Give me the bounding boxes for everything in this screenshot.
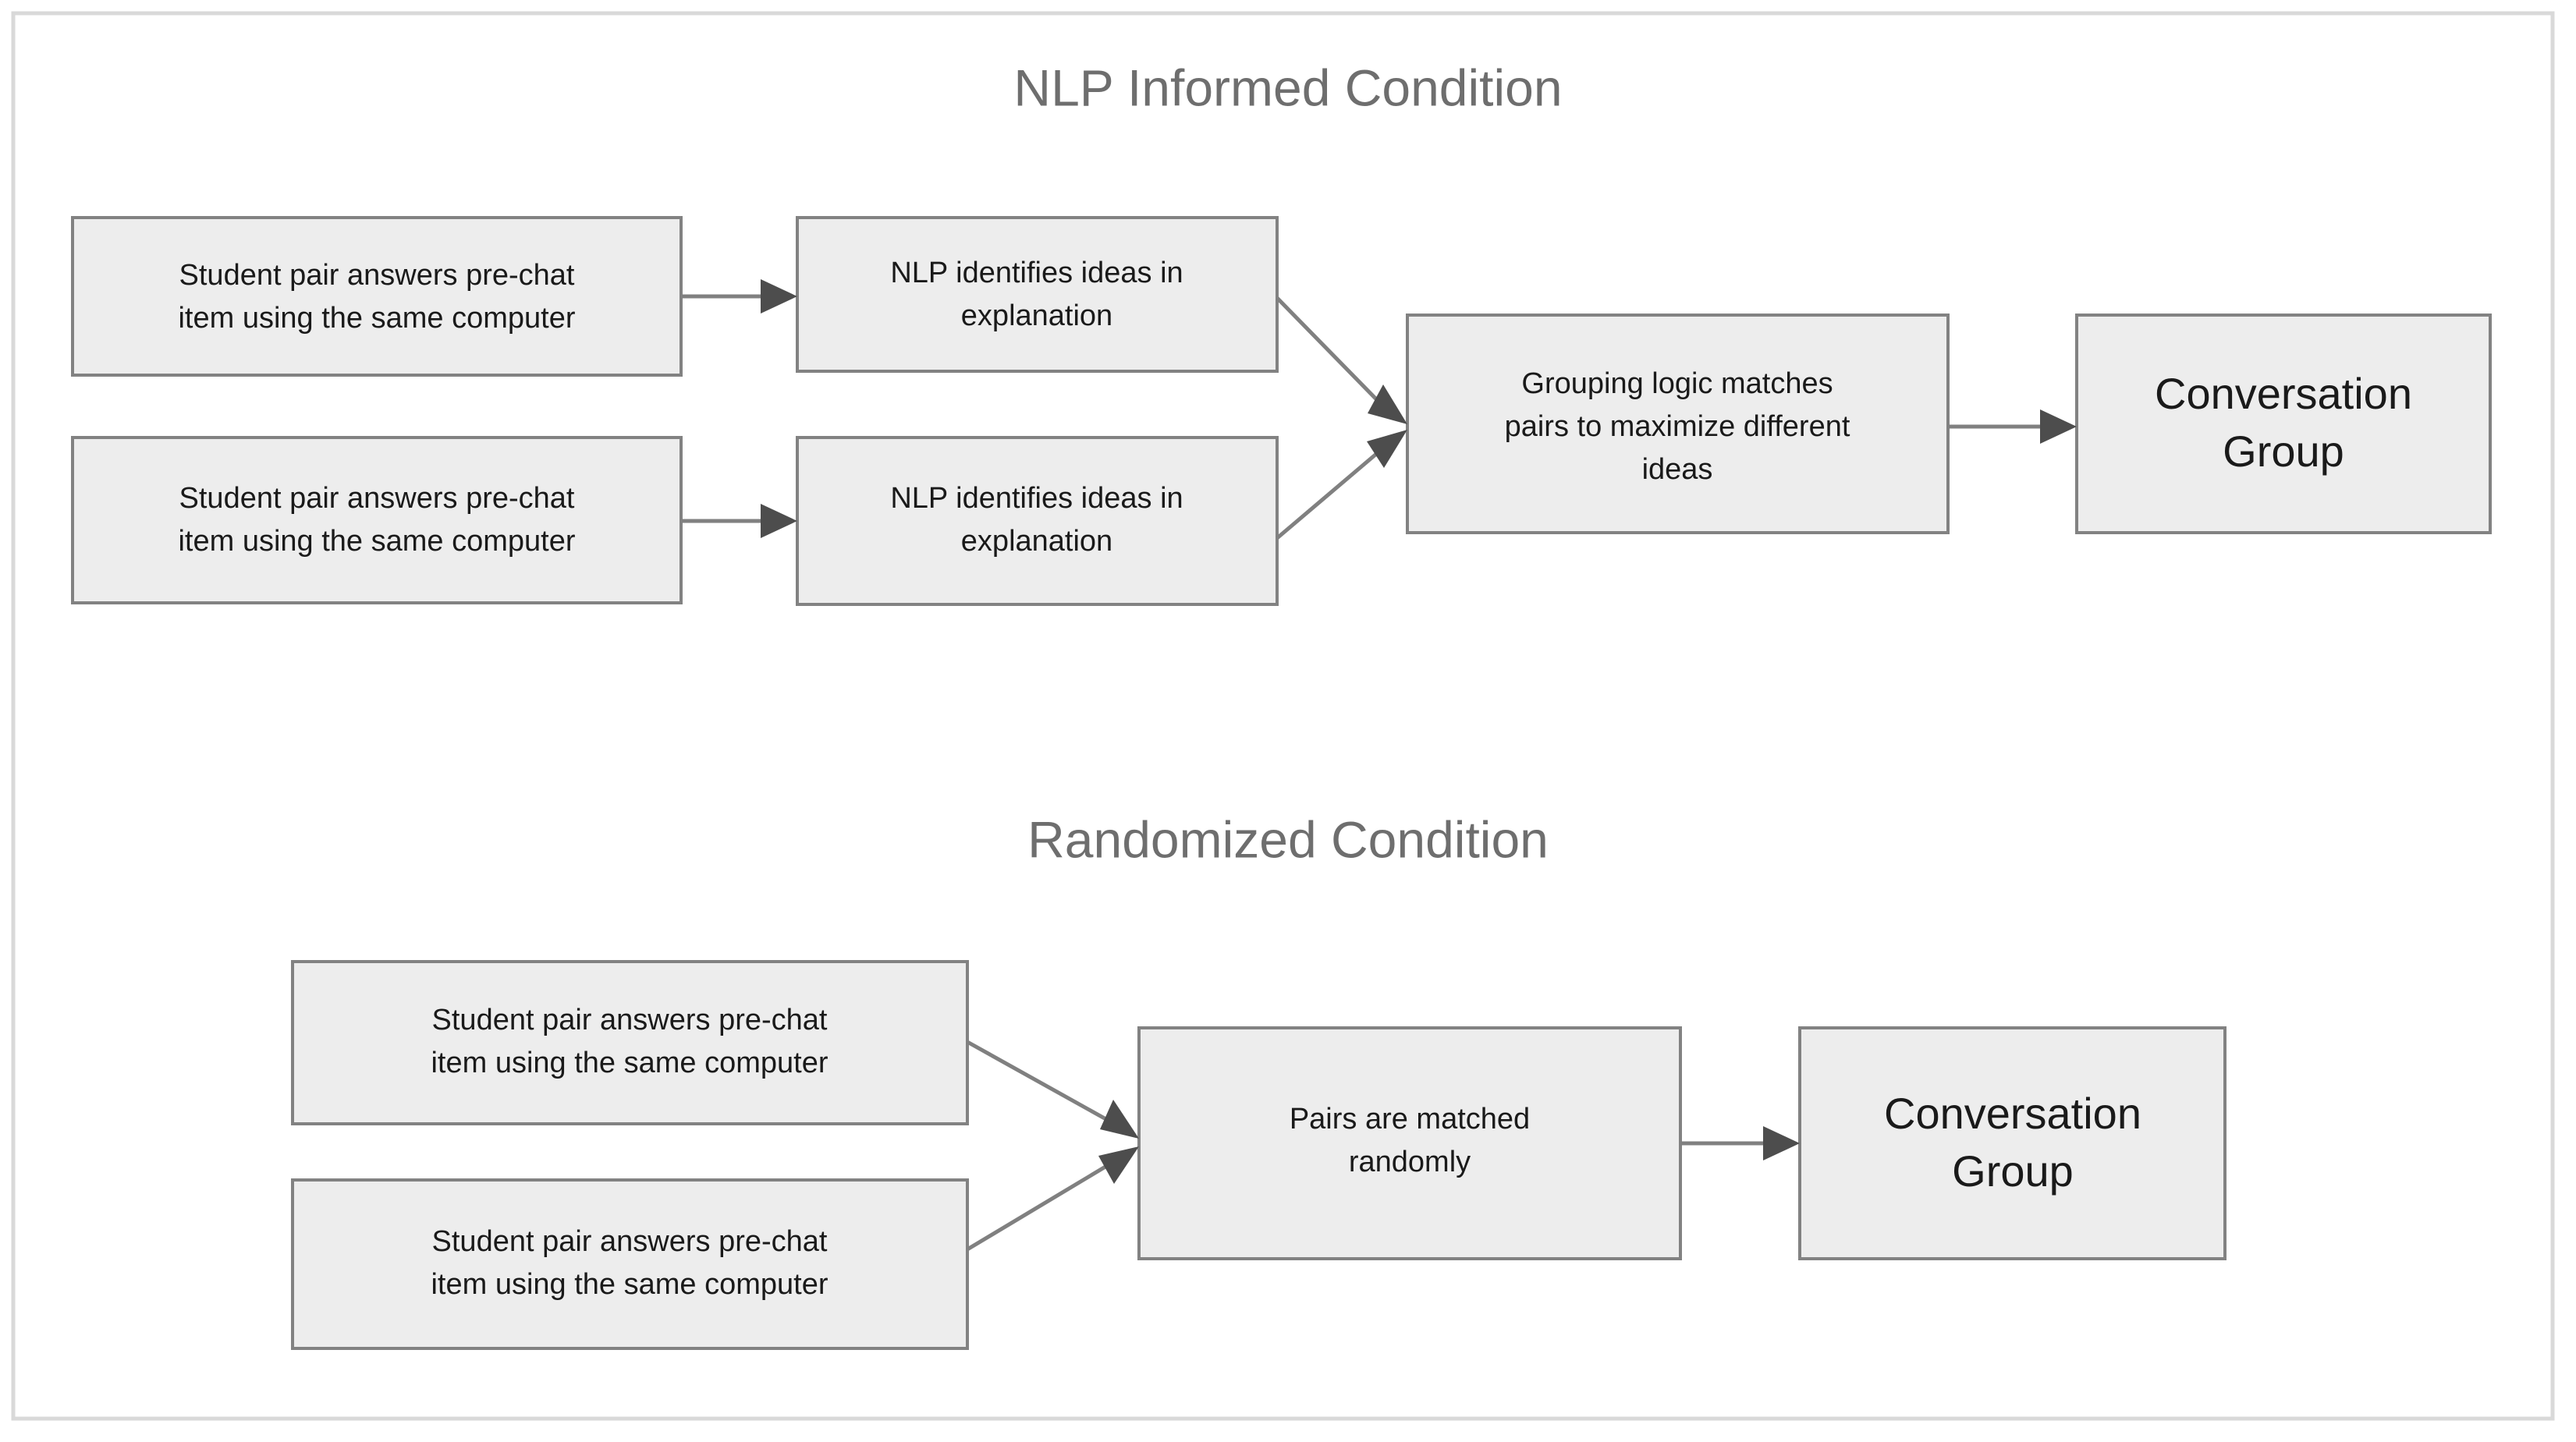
grouping-logic-box-line-3: ideas (1642, 453, 1713, 486)
student-pair-box-3-line-1: Student pair answers pre-chat (432, 1004, 828, 1036)
outer-frame-border (11, 11, 2555, 1421)
grouping-logic-box-line-2: pairs to maximize different (1505, 410, 1850, 443)
conversation-group-box-randomized-line-2: Group (1952, 1146, 2074, 1196)
arrow-pair4-to-pairs-matched (966, 1146, 1139, 1252)
conversation-group-box-randomized[interactable]: Conversation Group (1798, 1026, 2227, 1260)
arrow-nlp1-to-grouping (1276, 296, 1407, 424)
section-title-nlp-informed: NLP Informed Condition (1013, 58, 1562, 116)
arrow-pair1-to-nlp1 (681, 279, 797, 314)
arrow-pairs-matched-to-conversation-group (1680, 1126, 1800, 1160)
student-pair-box-3-rect (291, 960, 969, 1125)
conversation-group-box-randomized-line-1: Conversation (1884, 1089, 2141, 1138)
pairs-matched-randomly-line-2: randomly (1349, 1146, 1471, 1178)
student-pair-box-4-line-1: Student pair answers pre-chat (432, 1225, 828, 1258)
conversation-group-box-nlp-line-1: Conversation (2155, 369, 2412, 418)
grouping-logic-box[interactable]: Grouping logic matches pairs to maximize… (1406, 314, 1950, 534)
student-pair-box-4-rect (291, 1178, 969, 1350)
arrow-nlp2-to-grouping (1276, 430, 1407, 540)
student-pair-box-1[interactable]: Student pair answers pre-chat item using… (71, 216, 683, 377)
nlp-identifies-box-1-rect (796, 216, 1279, 373)
grouping-logic-box-rect (1406, 314, 1950, 534)
pairs-matched-randomly-box[interactable]: Pairs are matched randomly (1137, 1026, 1682, 1260)
nlp-identifies-box-2-line-1: NLP identifies ideas in (890, 482, 1183, 515)
nlp-identifies-box-1-line-2: explanation (961, 299, 1112, 332)
student-pair-box-4[interactable]: Student pair answers pre-chat item using… (291, 1178, 969, 1350)
student-pair-box-3[interactable]: Student pair answers pre-chat item using… (291, 960, 969, 1125)
arrow-grouping-to-conversation-group (1948, 409, 2077, 444)
student-pair-box-3-line-2: item using the same computer (431, 1047, 828, 1079)
grouping-logic-box-line-1: Grouping logic matches (1521, 367, 1833, 400)
conversation-group-box-nlp[interactable]: Conversation Group (2075, 314, 2492, 534)
student-pair-box-1-line-2: item using the same computer (178, 302, 575, 335)
conversation-group-box-randomized-rect (1798, 1026, 2227, 1260)
conversation-group-box-nlp-line-2: Group (2223, 427, 2344, 476)
student-pair-box-2-rect (71, 436, 683, 604)
arrow-pair3-to-pairs-matched (966, 1040, 1139, 1139)
nlp-identifies-box-2[interactable]: NLP identifies ideas in explanation (796, 436, 1279, 606)
section-title-randomized: Randomized Condition (1027, 810, 1549, 868)
student-pair-box-2-line-1: Student pair answers pre-chat (179, 482, 575, 515)
student-pair-box-4-line-2: item using the same computer (431, 1268, 828, 1301)
conversation-group-box-nlp-rect (2075, 314, 2492, 534)
nlp-identifies-box-2-line-2: explanation (961, 525, 1112, 558)
student-pair-box-2[interactable]: Student pair answers pre-chat item using… (71, 436, 683, 604)
student-pair-box-1-line-1: Student pair answers pre-chat (179, 259, 575, 292)
nlp-identifies-box-1-line-1: NLP identifies ideas in (890, 257, 1183, 289)
arrow-pair2-to-nlp2 (681, 504, 797, 538)
student-pair-box-1-rect (71, 216, 683, 377)
nlp-identifies-box-2-rect (796, 436, 1279, 606)
pairs-matched-randomly-line-1: Pairs are matched (1290, 1103, 1530, 1136)
pairs-matched-randomly-box-rect (1137, 1026, 1682, 1260)
nlp-identifies-box-1[interactable]: NLP identifies ideas in explanation (796, 216, 1279, 373)
student-pair-box-2-line-2: item using the same computer (178, 525, 575, 558)
